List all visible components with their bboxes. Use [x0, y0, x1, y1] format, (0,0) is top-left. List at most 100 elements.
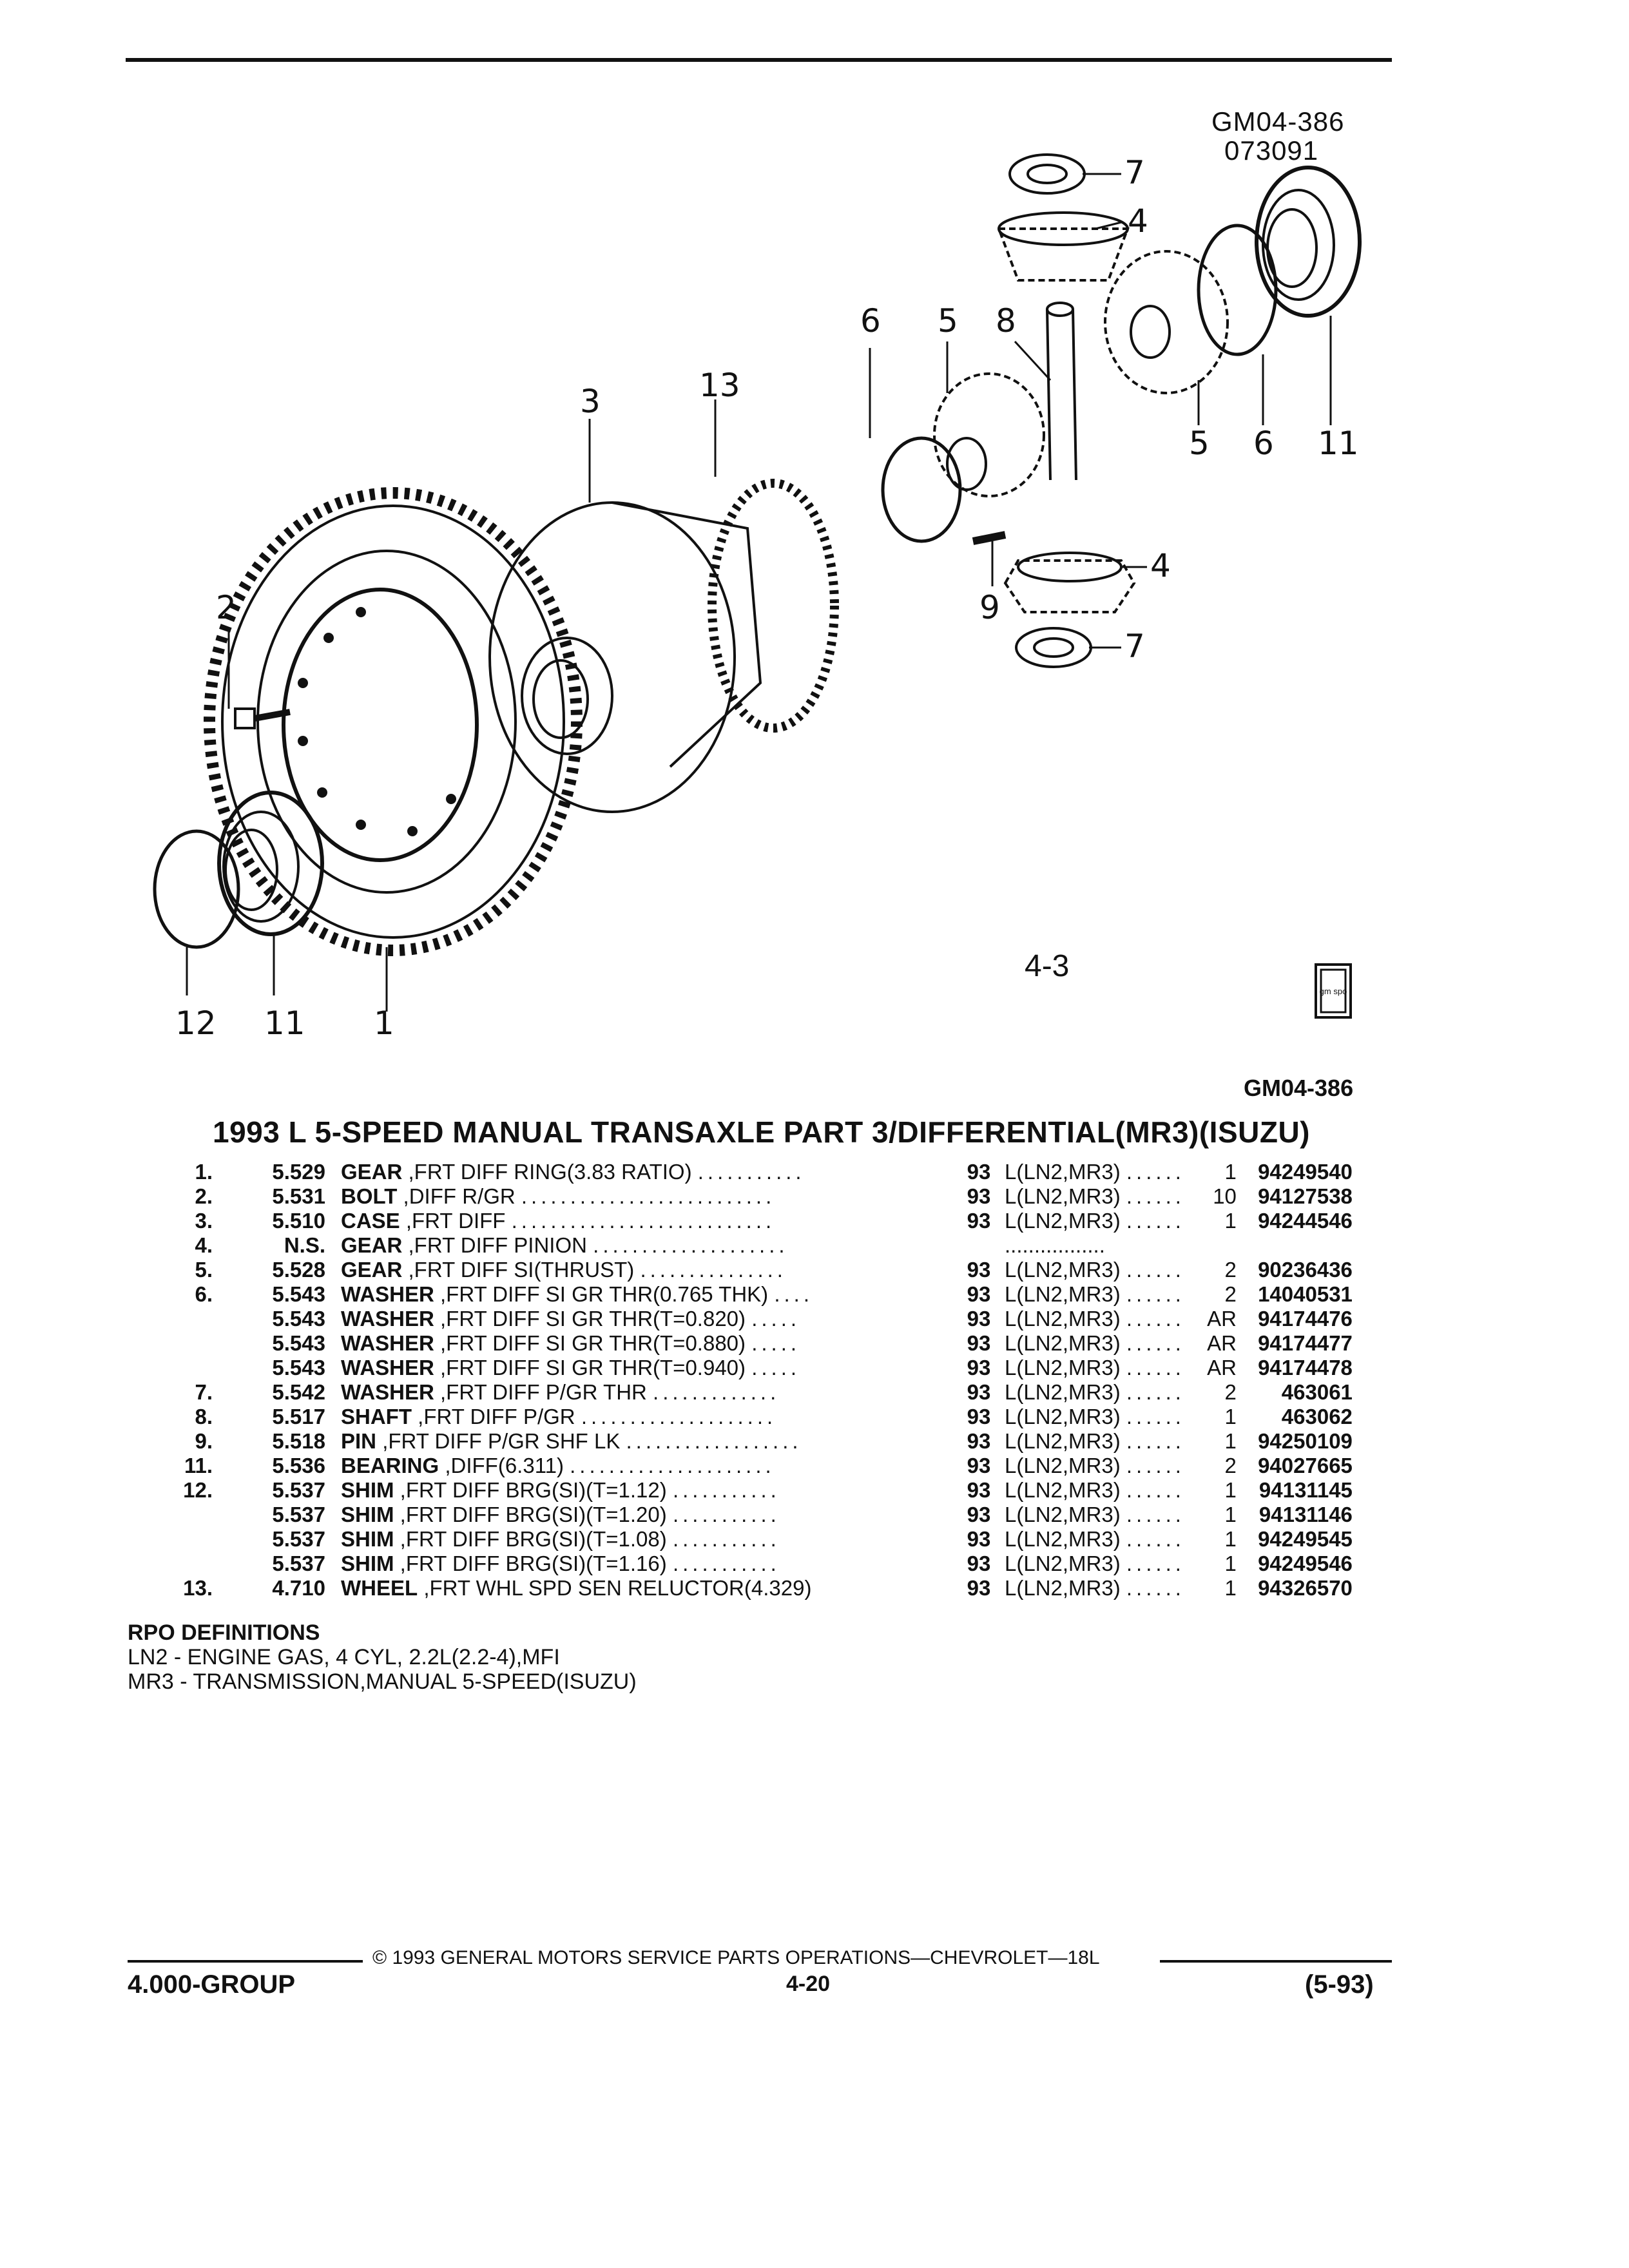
quantity: AR — [1207, 1307, 1237, 1331]
part-detail: ,FRT WHL SPD SEN RELUCTOR(4.329) — [423, 1576, 812, 1600]
gm-part-number: 94174476 — [1258, 1307, 1353, 1331]
part-ref-number: 5.543 — [272, 1331, 325, 1355]
gm-part-number: 94127538 — [1258, 1184, 1353, 1208]
leader-dots: ...... — [1126, 1331, 1185, 1355]
leader-dots: ........................... — [511, 1209, 776, 1233]
callout-13: 13 — [699, 367, 740, 404]
view-label: 4-3 — [1025, 949, 1069, 983]
part-description: GEAR ,FRT DIFF RING(3.83 RATIO) ........… — [341, 1160, 953, 1184]
part-description: WASHER ,FRT DIFF SI GR THR(T=0.880) ....… — [341, 1331, 953, 1356]
part-detail: ,FRT DIFF P/GR — [418, 1405, 575, 1428]
quantity: 2 — [1224, 1258, 1237, 1282]
part-ref-number: 5.543 — [272, 1356, 325, 1379]
part-description: WASHER ,FRT DIFF P/GR THR ............. — [341, 1380, 953, 1405]
part-description: GEAR ,FRT DIFF PINION ..................… — [341, 1233, 953, 1258]
item-number — [155, 1307, 213, 1331]
right-side-washer-drawing — [1197, 224, 1278, 356]
gm-part-number: 94131145 — [1258, 1478, 1353, 1502]
item-number: 12. — [183, 1478, 213, 1502]
callout-8: 8 — [996, 302, 1016, 340]
application-code: L(LN2,MR3) — [1005, 1405, 1121, 1428]
quantity: AR — [1207, 1356, 1237, 1379]
part-ref-number: N.S. — [284, 1233, 325, 1257]
part-name: SHIM — [341, 1503, 394, 1526]
gm-part-number: 94174478 — [1258, 1356, 1353, 1379]
item-number — [155, 1503, 213, 1527]
quantity: 2 — [1224, 1454, 1237, 1477]
gm-part-number: 94326570 — [1258, 1576, 1353, 1600]
part-ref-number: 5.537 — [272, 1552, 325, 1575]
quantity: 1 — [1224, 1160, 1237, 1184]
illustration-date-code: 073091 — [1224, 135, 1319, 166]
quantity: 1 — [1224, 1478, 1237, 1502]
model-year: 93 — [967, 1454, 991, 1477]
application: L(LN2,MR3) ...... — [1005, 1356, 1185, 1380]
leader-dots: ...... — [1126, 1429, 1185, 1453]
part-detail: ,FRT DIFF P/GR THR — [440, 1380, 647, 1404]
part-detail: ,FRT DIFF BRG(SI)(T=1.12) — [400, 1478, 667, 1502]
quantity — [1185, 1233, 1243, 1258]
leader-dots: .................. — [626, 1429, 802, 1453]
item-number: 4. — [195, 1233, 213, 1257]
part-ref-number: 5.537 — [272, 1478, 325, 1502]
rpo-definitions: RPO DEFINITIONS LN2 - ENGINE GAS, 4 CYL,… — [128, 1620, 637, 1694]
part-ref-number: 5.531 — [272, 1184, 325, 1208]
callout-2: 2 — [216, 589, 236, 626]
svg-text:gm spo: gm spo — [1320, 986, 1347, 996]
leader-dots: ...... — [1126, 1527, 1185, 1551]
item-number: 13. — [183, 1576, 213, 1600]
item-number: 1. — [195, 1160, 213, 1184]
model-year: 93 — [967, 1160, 991, 1184]
application: L(LN2,MR3) ...... — [1005, 1380, 1185, 1405]
gm-part-number: 94250109 — [1258, 1429, 1353, 1453]
thrust-washer-lower-drawing — [1015, 627, 1092, 668]
part-description: SHIM ,FRT DIFF BRG(SI)(T=1.08) .........… — [341, 1527, 953, 1552]
part-detail: ,FRT DIFF SI GR THR(T=0.820) — [440, 1307, 746, 1331]
leader-dots: ...... — [1126, 1184, 1185, 1208]
part-description: WASHER ,FRT DIFF SI GR THR(T=0.940) ....… — [341, 1356, 953, 1380]
leader-dots: .................... — [581, 1405, 777, 1428]
gm-part-number: 94244546 — [1258, 1209, 1353, 1233]
diff-case-drawing — [488, 501, 762, 813]
model-year: 93 — [967, 1478, 991, 1502]
part-name: WASHER — [341, 1282, 434, 1306]
leader-dots: ...... — [1126, 1307, 1185, 1331]
part-description: CASE ,FRT DIFF .........................… — [341, 1209, 953, 1233]
model-year: 93 — [967, 1356, 991, 1379]
pinion-gear-lower-drawing — [1003, 552, 1136, 613]
quantity: 10 — [1213, 1184, 1237, 1208]
part-name: GEAR — [341, 1233, 403, 1257]
callout-5-right: 5 — [1189, 425, 1210, 462]
callout-6-left: 6 — [860, 302, 881, 340]
part-name: WHEEL — [341, 1576, 418, 1600]
part-name: WASHER — [341, 1307, 434, 1331]
gm-part-number: 94249546 — [1258, 1552, 1353, 1575]
ring-gear-drawing — [204, 487, 583, 956]
leader-dots: ..... — [751, 1356, 801, 1379]
thrust-washer-upper-drawing — [1008, 153, 1086, 195]
part-ref-number: 5.517 — [272, 1405, 325, 1428]
item-number: 9. — [195, 1429, 213, 1453]
gm-part-number: 94027665 — [1258, 1454, 1353, 1477]
model-year — [953, 1233, 1005, 1258]
part-description: WHEEL ,FRT WHL SPD SEN RELUCTOR(4.329) — [341, 1576, 953, 1600]
callout-1: 1 — [374, 1004, 394, 1042]
application: L(LN2,MR3) ...... — [1005, 1184, 1185, 1209]
quantity: 1 — [1224, 1405, 1237, 1428]
application: L(LN2,MR3) ...... — [1005, 1503, 1185, 1527]
leader-dots: ...... — [1126, 1380, 1185, 1404]
part-name: GEAR — [341, 1258, 403, 1282]
leader-dots: ...... — [1126, 1405, 1185, 1428]
callout-7-upper: 7 — [1124, 154, 1145, 191]
leader-dots: ...... — [1126, 1160, 1185, 1184]
application: ................. — [1005, 1233, 1185, 1258]
gm-part-number: 90236436 — [1258, 1258, 1353, 1282]
pinion-gear-upper-drawing — [997, 211, 1130, 282]
part-name: SHIM — [341, 1527, 394, 1551]
leader-dots: ........... — [672, 1478, 780, 1502]
model-year: 93 — [967, 1576, 991, 1600]
quantity: 2 — [1224, 1282, 1237, 1306]
